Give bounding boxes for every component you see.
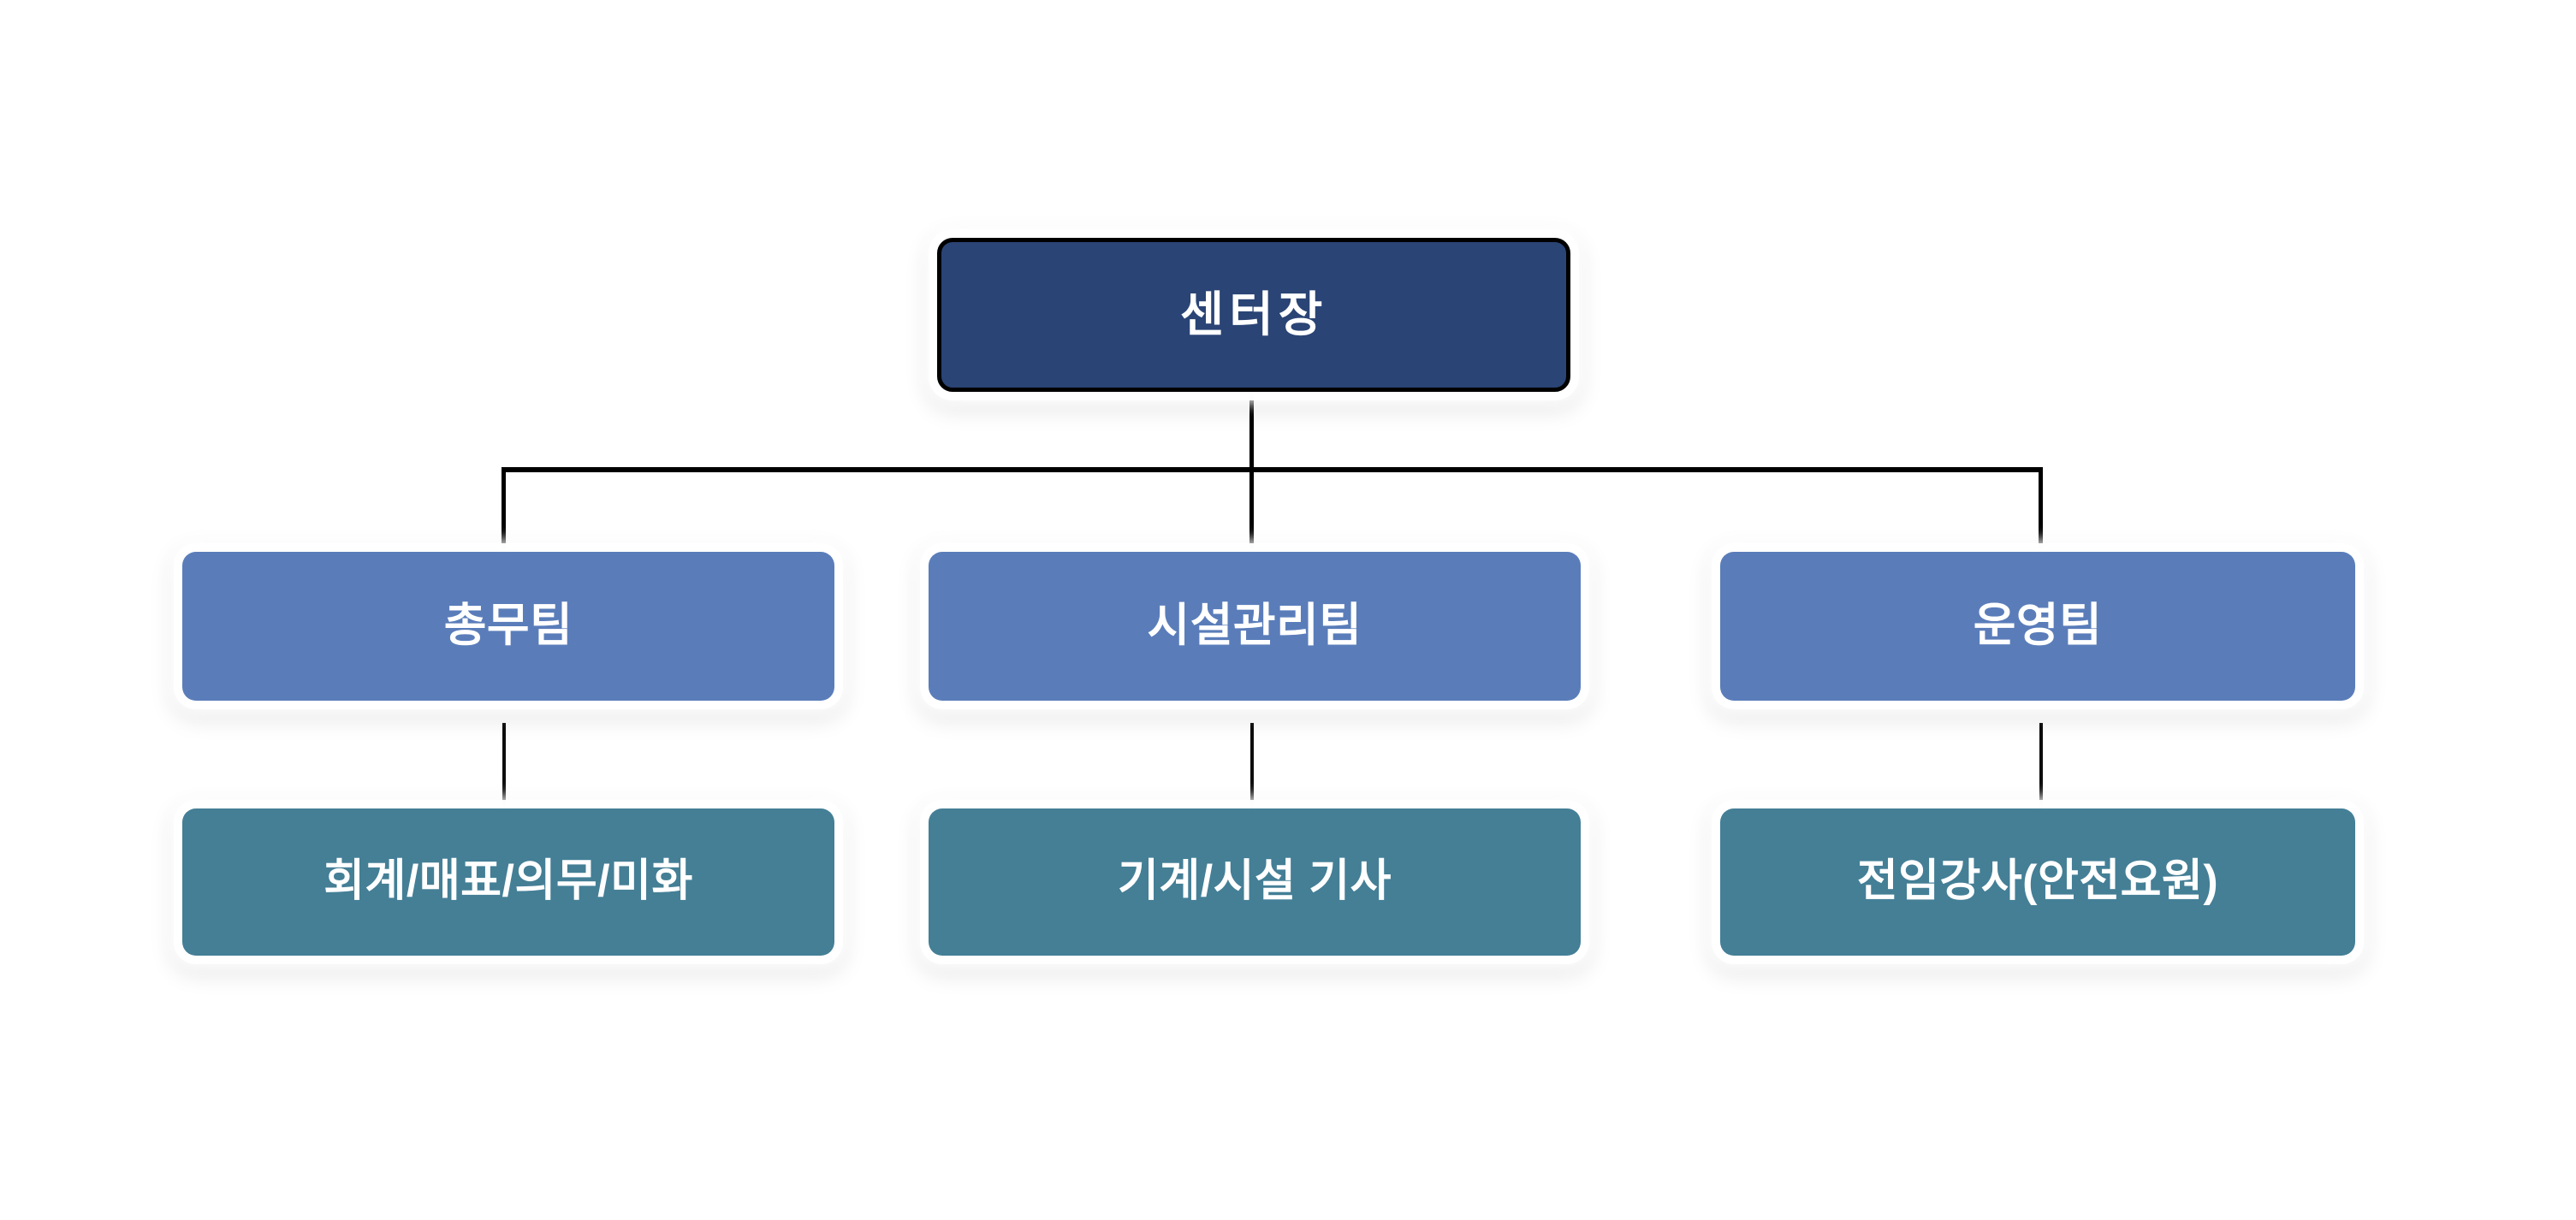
node-label-team-facility-management: 시설관리팀 [1147,600,1362,652]
connector-team-role-left [502,723,506,808]
connector-team-role-right [2039,723,2043,808]
node-label-team-operations: 운영팀 [1973,600,2103,652]
connector-drop-right [2039,467,2043,553]
connector-drop-center [1249,467,1254,553]
connector-root-stem [1249,389,1254,471]
node-team-facility-management[interactable]: 시설관리팀 [929,552,1581,701]
node-center-director[interactable]: 센터장 [937,238,1570,392]
connector-team-role-center [1250,723,1254,808]
node-team-operations[interactable]: 운영팀 [1720,552,2355,701]
node-label-role-machinery-facility-engineer: 기계/시설 기사 [1118,856,1392,907]
node-role-accounting-ticketing-medical-cleaning[interactable]: 회계/매표/의무/미화 [182,808,834,956]
node-label-role-accounting-ticketing-medical-cleaning: 회계/매표/의무/미화 [323,856,693,907]
node-label-role-full-time-instructor-safety-guard: 전임강사(안전요원) [1856,856,2219,907]
connector-horizontal-bus [502,467,2042,472]
node-label-team-general-affairs: 총무팀 [443,600,573,652]
node-role-machinery-facility-engineer[interactable]: 기계/시설 기사 [929,808,1581,956]
node-label-center-director: 센터장 [1179,287,1328,342]
connector-drop-left [502,467,506,553]
node-role-full-time-instructor-safety-guard[interactable]: 전임강사(안전요원) [1720,808,2355,956]
node-team-general-affairs[interactable]: 총무팀 [182,552,834,701]
